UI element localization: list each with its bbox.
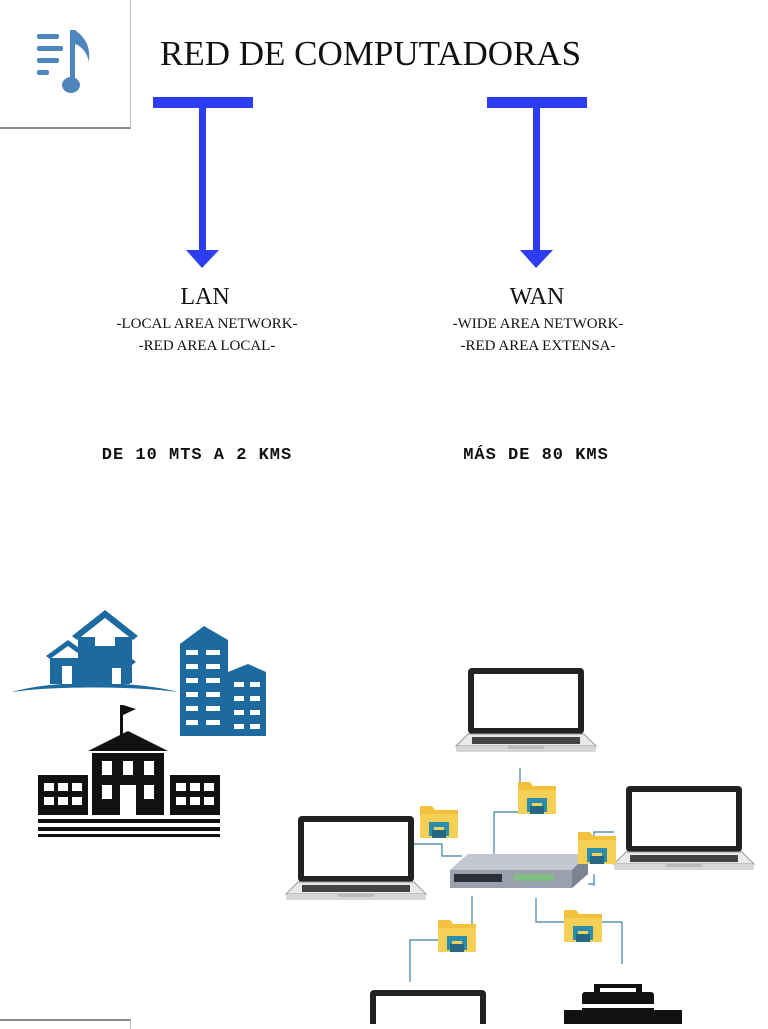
lan-distance: DE 10 MTS A 2 KMS: [101, 446, 293, 465]
wan-heading: WAN: [509, 284, 565, 310]
school-icon: [38, 705, 220, 837]
wan-subtitle-english: -WIDE AREA NETWORK-: [452, 316, 624, 332]
city-buildings-icon: [180, 626, 266, 736]
lan-subtitle-spanish: -RED AREA LOCAL-: [138, 338, 276, 354]
network-diagram-icon: [285, 667, 755, 1024]
printer-icon: [564, 984, 682, 1024]
wan-subtitle-spanish: -RED AREA EXTENSA-: [460, 338, 616, 354]
page-title: RED DE COMPUTADORAS: [160, 34, 582, 73]
lan-subtitle-english: -LOCAL AREA NETWORK-: [116, 316, 298, 332]
wan-arrow-icon: [487, 97, 587, 268]
menu-panel[interactable]: [0, 0, 131, 129]
lan-arrow-icon: [153, 97, 253, 268]
music-playlist-icon[interactable]: [33, 26, 97, 98]
lan-heading: LAN: [180, 284, 230, 310]
houses-icon: [12, 610, 178, 692]
menu-panel-bottom-edge: [0, 1019, 131, 1029]
wan-distance: MÁS DE 80 KMS: [463, 446, 609, 465]
